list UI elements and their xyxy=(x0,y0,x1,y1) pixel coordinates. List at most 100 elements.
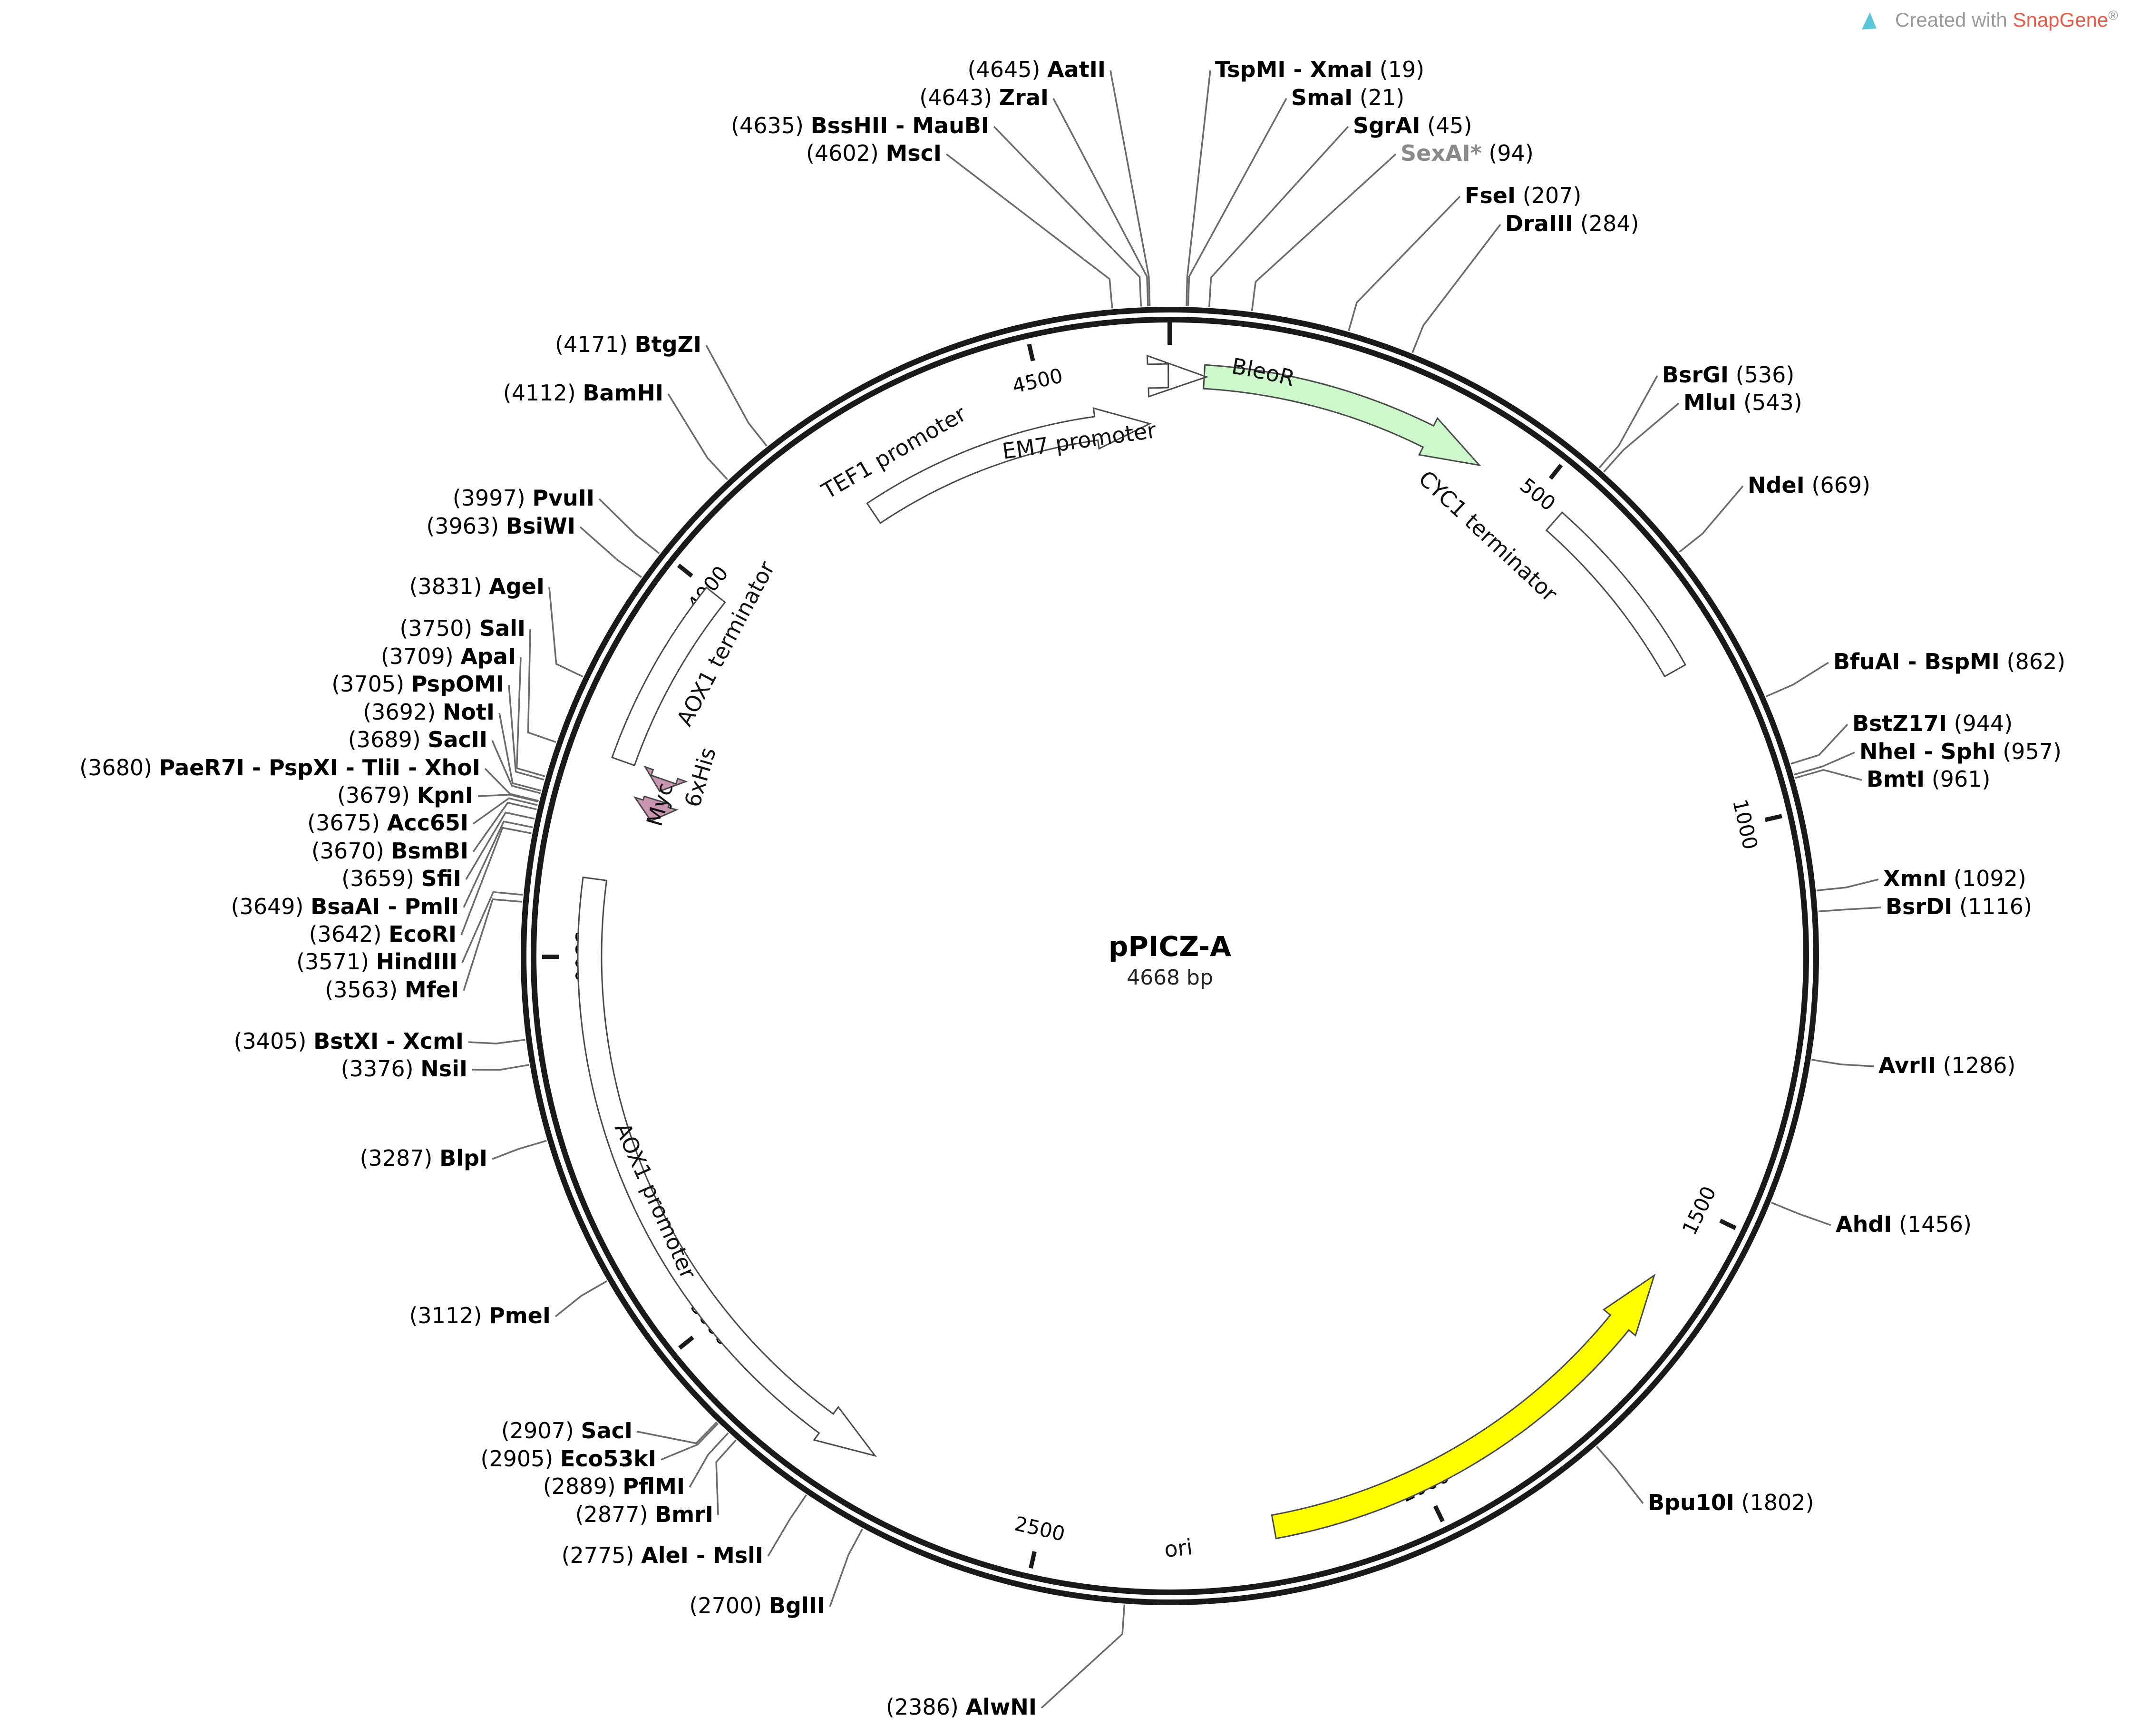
feature-label-myc: Myc xyxy=(642,780,678,829)
enzyme-position: (2907) xyxy=(501,1418,581,1443)
tick-label-1500: 1500 xyxy=(1678,1182,1721,1239)
enzyme-site-mfei: (3563) MfeI xyxy=(325,898,522,1003)
enzyme-label: (3709) ApaI xyxy=(381,644,516,669)
enzyme-name: MfeI xyxy=(405,977,459,1003)
enzyme-name: Acc65I xyxy=(387,810,468,836)
enzyme-site-ndei: NdeI (669) xyxy=(1679,472,1870,553)
enzyme-name: SexAI* xyxy=(1401,140,1482,166)
tick-label-500: 500 xyxy=(1516,473,1560,515)
enzyme-label: BstZ17I (944) xyxy=(1852,711,2013,736)
plasmid-length: 4668 bp xyxy=(1127,966,1213,990)
svg-text:Created with SnapGene®: Created with SnapGene® xyxy=(1895,8,2118,31)
feature-tef1-promoter-arrow xyxy=(866,407,1152,524)
enzyme-label: (4635) BssHII - MauBI xyxy=(731,113,989,138)
enzyme-position: (3692) xyxy=(363,699,443,725)
enzyme-label: (3642) EcoRI xyxy=(309,921,457,947)
leader-line xyxy=(1795,769,1862,781)
leader-line xyxy=(1052,98,1149,306)
enzyme-name: TspMI - XmaI xyxy=(1215,57,1372,82)
enzyme-site-tspmi-xmai: TspMI - XmaI (19) xyxy=(1186,57,1424,306)
plasmid-name: pPICZ-A xyxy=(1109,930,1231,963)
enzyme-name: AvrII xyxy=(1878,1053,1936,1078)
leader-line xyxy=(637,1421,718,1444)
snapgene-logo-icon xyxy=(1862,12,1877,29)
tick-label-1000: 1000 xyxy=(1728,797,1762,852)
enzyme-position: (4112) xyxy=(503,380,583,406)
enzyme-position: (207) xyxy=(1516,183,1581,208)
leader-line xyxy=(461,891,523,963)
enzyme-label: (2386) AlwNI xyxy=(886,1694,1037,1720)
enzyme-label: (3675) Acc65I xyxy=(307,810,468,836)
leader-line xyxy=(715,1439,737,1516)
enzyme-position: (3750) xyxy=(399,615,479,641)
enzyme-site-pspomi: (3705) PspOMI xyxy=(331,671,545,781)
leader-line xyxy=(477,794,539,803)
tick-mark-4000 xyxy=(677,564,693,578)
enzyme-label: (2775) AleI - MslI xyxy=(562,1542,763,1568)
enzyme-position: (3112) xyxy=(409,1303,489,1328)
enzyme-site-pmei: (3112) PmeI xyxy=(409,1280,608,1328)
enzyme-position: (536) xyxy=(1729,362,1794,388)
feature-cyc1-terminator-arrow xyxy=(1545,511,1687,678)
enzyme-name: BstXI - XcmI xyxy=(313,1028,464,1054)
enzyme-site-smai: SmaI (21) xyxy=(1187,85,1404,306)
enzyme-label: FseI (207) xyxy=(1465,183,1581,208)
enzyme-site-paer7i-pspxi-tlii-xhoi: (3680) PaeR7I - PspXI - TliI - XhoI xyxy=(79,755,539,802)
enzyme-label: AhdI (1456) xyxy=(1836,1211,1972,1237)
enzyme-position: (1802) xyxy=(1734,1490,1814,1515)
enzyme-name: PmeI xyxy=(489,1303,551,1328)
enzyme-site-sgrai: SgrAI (45) xyxy=(1208,113,1472,307)
enzyme-position: (1092) xyxy=(1946,866,2026,891)
leader-line xyxy=(1816,878,1879,891)
enzyme-position: (543) xyxy=(1736,390,1802,415)
enzyme-position: (3659) xyxy=(341,866,421,891)
feature-myc-arrow xyxy=(633,795,679,822)
enzyme-site-hindiii: (3571) HindIII xyxy=(296,891,523,975)
feature-6xhis-arrow xyxy=(643,765,688,792)
leader-line xyxy=(1186,70,1211,306)
leader-line xyxy=(498,712,542,792)
enzyme-position: (1286) xyxy=(1936,1053,2016,1078)
enzyme-site-bfuai-bspmi: BfuAI - BspMI (862) xyxy=(1765,649,2065,698)
leader-line xyxy=(689,1432,729,1488)
enzyme-position: (1116) xyxy=(1952,894,2032,919)
enzyme-site-bmti: BmtI (961) xyxy=(1795,766,1990,792)
enzyme-name: AleI - MslI xyxy=(641,1542,763,1568)
leader-line xyxy=(508,684,545,781)
leader-line xyxy=(484,768,539,802)
backbone-outer-ring xyxy=(521,307,1819,1605)
enzyme-position: (3709) xyxy=(381,644,461,669)
tick-label-4500: 4500 xyxy=(1010,364,1065,398)
enzyme-site-bamhi: (4112) BamHI xyxy=(503,380,729,480)
leader-line xyxy=(1790,723,1848,765)
enzyme-label: (3750) SalI xyxy=(399,615,525,641)
enzyme-site-sexai: SexAI* (94) xyxy=(1251,140,1534,312)
leader-line xyxy=(554,1280,608,1317)
enzyme-label: (3376) NsiI xyxy=(341,1056,467,1082)
credit-prefix: Created with xyxy=(1895,9,2013,31)
leader-line xyxy=(1596,1446,1644,1504)
enzyme-name: Eco53kI xyxy=(560,1446,656,1472)
enzyme-name: BsaAI - PmlI xyxy=(311,894,459,919)
enzyme-position: (3571) xyxy=(296,949,376,975)
enzyme-position: (45) xyxy=(1420,113,1472,138)
enzyme-site-ecori: (3642) EcoRI xyxy=(309,827,532,947)
enzyme-site-bsaai-pmli: (3649) BsaAI - PmlI xyxy=(231,820,533,919)
leader-line xyxy=(993,126,1142,307)
enzyme-site-apai: (3709) ApaI xyxy=(381,644,545,777)
leader-line xyxy=(472,1064,529,1071)
leader-line xyxy=(516,657,545,777)
leader-line xyxy=(491,740,541,794)
enzyme-site-bsshii-maubi: (4635) BssHII - MauBI xyxy=(731,113,1142,307)
enzyme-label: BsrDI (1116) xyxy=(1886,894,2032,919)
enzyme-name: BsrGI xyxy=(1662,362,1729,388)
enzyme-name: SmaI xyxy=(1291,85,1352,110)
credit-brand: SnapGene xyxy=(2013,9,2108,31)
enzyme-name: BtgZI xyxy=(635,332,701,357)
ori-label: ori xyxy=(1163,1534,1194,1562)
tick-mark-1500 xyxy=(1719,1219,1737,1230)
enzyme-name: SfiI xyxy=(421,866,461,891)
leader-line xyxy=(598,498,660,555)
enzyme-site-alei-msli: (2775) AleI - MslI xyxy=(562,1494,807,1568)
